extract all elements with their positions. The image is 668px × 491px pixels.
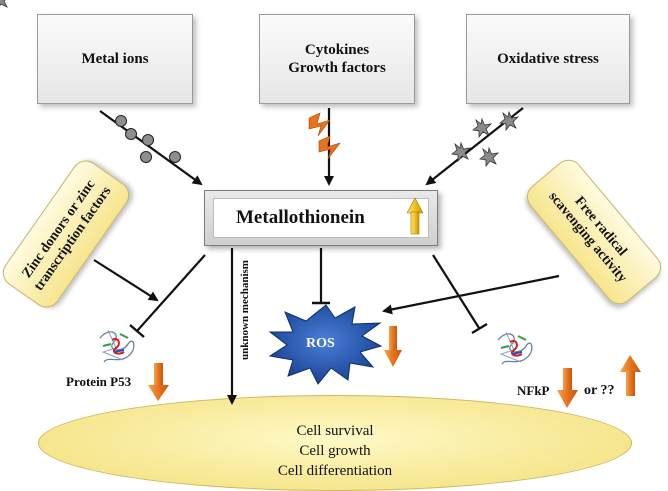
metal-ion-bead	[125, 128, 137, 140]
metal-ion-bead	[115, 115, 127, 127]
protein-p53-label: Protein P53	[66, 374, 132, 389]
cell-outcome-text: Cell survival Cell growth Cell different…	[38, 421, 632, 481]
ros-starburst	[268, 304, 383, 385]
cell-differentiation-label: Cell differentiation	[277, 463, 393, 479]
metal-ions-arrow	[99, 110, 203, 186]
oxidant-star-icon	[472, 118, 492, 138]
metal-ion-bead	[169, 151, 181, 163]
lightning-icon	[308, 112, 331, 137]
zinc-to-p53-arrow	[93, 259, 159, 302]
ros-label: ROS	[306, 336, 335, 351]
lightning-icon	[318, 135, 341, 160]
or-unknown-label: or ??	[584, 383, 615, 398]
metallothionein-increase-arrow	[407, 197, 423, 235]
cell-growth-label: Cell growth	[299, 443, 371, 459]
mt-inhibits-ros	[312, 248, 330, 305]
unknown-mechanism-label: unknown mechanism	[239, 260, 251, 360]
nfkp-protein-icon	[497, 331, 533, 365]
growth-factors-label: Growth factors	[288, 60, 386, 76]
nfkp-increase-arrow	[620, 355, 641, 396]
nfkp-decrease-arrow	[557, 368, 578, 408]
metallothionein-label: Metallothionein	[236, 207, 365, 228]
cytokines-arrow	[308, 108, 341, 186]
ros-decrease-arrow	[384, 326, 402, 367]
metal-ion-bead	[142, 134, 154, 146]
nfkp-label: NFkP	[517, 383, 550, 398]
metallothionein-inner: Metallothionein	[213, 198, 429, 238]
metal-ions-label: Metal ions	[81, 51, 149, 67]
metallothionein-box: Metallothionein	[204, 190, 438, 246]
metal-ions-box: Metal ions	[37, 14, 193, 104]
oxidative-stress-arrow	[0, 0, 524, 186]
p53-protein-icon	[99, 329, 135, 363]
mt-inhibits-p53	[129, 254, 206, 338]
cytokines-box: Cytokines Growth factors	[259, 14, 415, 104]
scavenging-to-ros-arrow	[382, 274, 560, 315]
mt-inhibits-nfkp	[432, 254, 488, 335]
cell-survival-label: Cell survival	[296, 423, 374, 439]
oxidant-star-icon	[0, 0, 8, 8]
metal-ion-bead	[140, 151, 152, 163]
cytokines-label: Cytokines	[304, 42, 370, 58]
oxidative-stress-label: Oxidative stress	[497, 51, 599, 67]
oxidative-stress-box: Oxidative stress	[466, 14, 630, 104]
cell-outcome-ellipse	[38, 395, 632, 491]
p53-decrease-arrow	[148, 363, 169, 401]
oxidant-star-icon	[479, 147, 499, 167]
